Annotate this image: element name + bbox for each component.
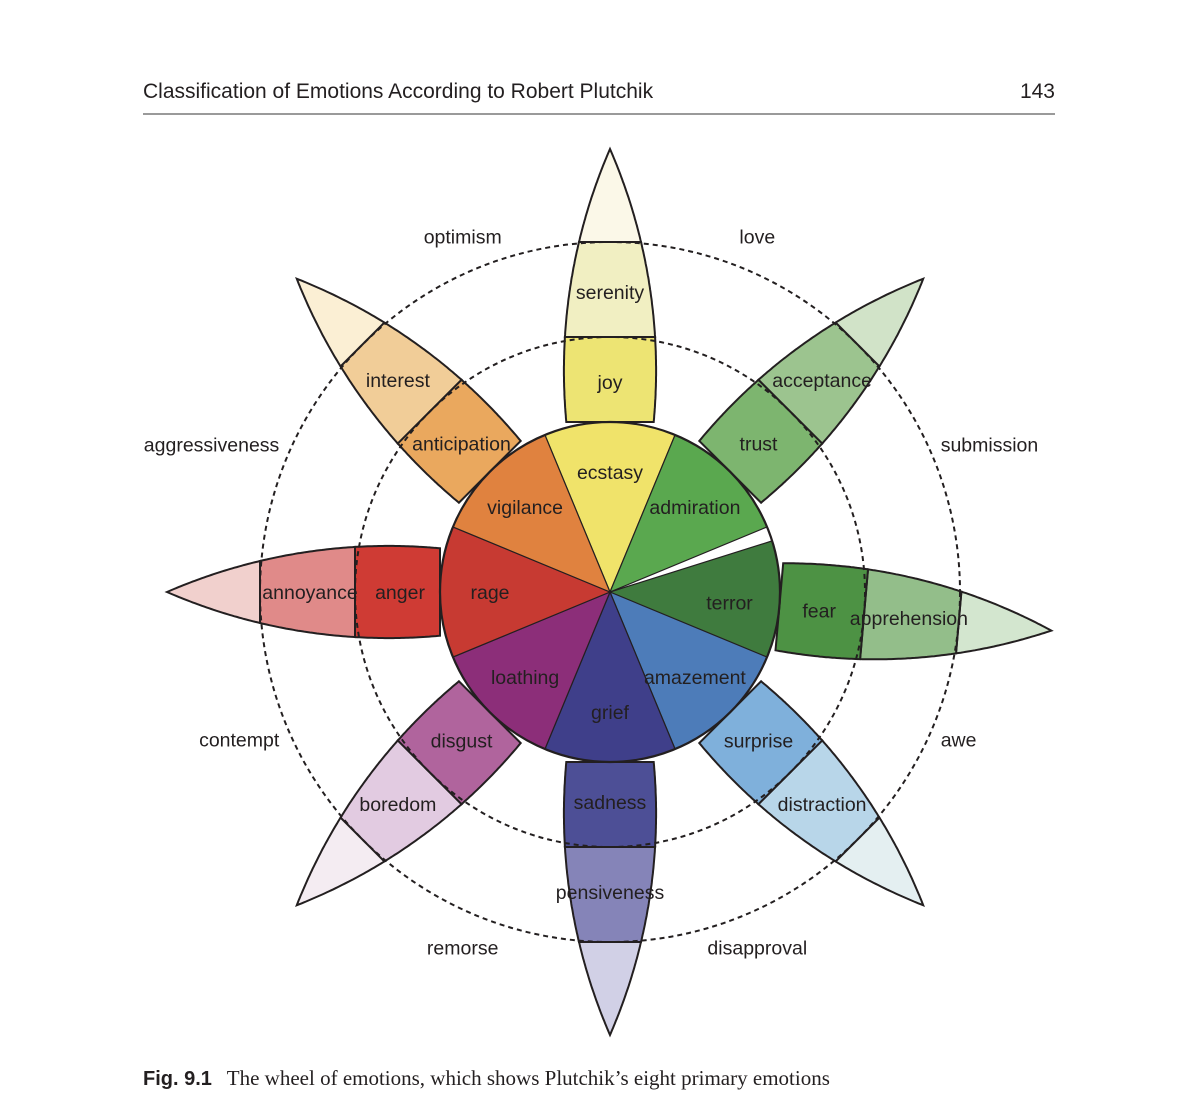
dyad-label-love: love xyxy=(739,226,775,248)
emotion-label-sadness: sadness xyxy=(574,792,647,814)
figure-caption-label: Fig. 9.1 xyxy=(143,1068,212,1090)
figure-caption: Fig. 9.1 The wheel of emotions, which sh… xyxy=(143,1066,1103,1091)
page-number: 143 xyxy=(1019,80,1055,103)
emotion-label-rage: rage xyxy=(470,582,509,604)
petal-band-joy-3 xyxy=(577,146,643,243)
petal-band-anger-2 xyxy=(259,545,356,639)
emotion-label-boredom: boredom xyxy=(359,794,436,816)
petal-band-surprise-1 xyxy=(697,679,824,806)
petal-band-fear-2 xyxy=(859,568,963,661)
emotion-label-anticipation: anticipation xyxy=(412,434,511,456)
dashed-ring-2 xyxy=(259,241,961,943)
petal-band-anticipation-1 xyxy=(396,378,523,505)
dyad-label-disapproval: disapproval xyxy=(707,938,807,960)
petal-band-anticipation-2 xyxy=(339,321,464,446)
emotion-label-annoyance: annoyance xyxy=(262,582,357,604)
emotion-label-joy: joy xyxy=(597,372,623,394)
petal-band-joy-2 xyxy=(563,241,657,338)
emotion-label-interest: interest xyxy=(366,370,431,392)
petal-band-disgust-2 xyxy=(339,738,464,863)
petal-band-disgust-1 xyxy=(396,679,523,806)
petal-band-anger-1 xyxy=(354,544,441,640)
emotion-label-disgust: disgust xyxy=(431,731,493,753)
petal-band-anger-3 xyxy=(164,559,261,625)
dyad-label-aggressiveness: aggressiveness xyxy=(144,435,280,457)
emotion-label-loathing: loathing xyxy=(491,667,559,689)
emotion-label-apprehension: apprehension xyxy=(850,608,968,630)
emotion-label-admiration: admiration xyxy=(649,497,740,519)
running-header: Classification of Emotions According to … xyxy=(143,76,1055,108)
emotion-label-acceptance: acceptance xyxy=(772,370,872,392)
dyad-label-contempt: contempt xyxy=(199,729,280,751)
petal-band-trust-1 xyxy=(697,378,824,505)
header-rule xyxy=(143,113,1055,115)
figure-caption-text: The wheel of emotions, which shows Plutc… xyxy=(226,1066,830,1090)
petal-band-sadness-1 xyxy=(562,761,658,848)
petal-band-sadness-2 xyxy=(563,846,657,943)
emotion-label-terror: terror xyxy=(706,593,753,615)
emotion-label-surprise: surprise xyxy=(724,731,793,753)
running-header-title: Classification of Emotions According to … xyxy=(143,80,654,103)
petal-band-joy-1 xyxy=(562,336,658,423)
emotion-label-serenity: serenity xyxy=(576,282,645,304)
emotion-label-anger: anger xyxy=(375,582,425,604)
dyad-label-submission: submission xyxy=(941,435,1039,457)
emotion-label-trust: trust xyxy=(740,434,779,456)
petal-band-sadness-3 xyxy=(577,941,643,1038)
emotion-label-pensiveness: pensiveness xyxy=(556,882,665,904)
emotion-label-distraction: distraction xyxy=(778,794,867,816)
emotion-label-vigilance: vigilance xyxy=(487,497,563,519)
emotion-label-fear: fear xyxy=(802,600,836,622)
emotion-label-grief: grief xyxy=(591,702,630,724)
dashed-ring-1 xyxy=(354,336,866,848)
petal-band-fear-1 xyxy=(774,562,870,661)
dyad-label-optimism: optimism xyxy=(424,226,502,248)
emotion-label-amazement: amazement xyxy=(644,667,746,689)
inner-ring xyxy=(438,420,782,764)
dyad-label-remorse: remorse xyxy=(427,938,499,960)
dyad-label-awe: awe xyxy=(941,729,977,751)
petal-band-fear-3 xyxy=(954,590,1054,655)
petal-band-trust-2 xyxy=(756,321,881,446)
emotion-label-ecstasy: ecstasy xyxy=(577,462,643,484)
petal-band-surprise-2 xyxy=(756,738,881,863)
